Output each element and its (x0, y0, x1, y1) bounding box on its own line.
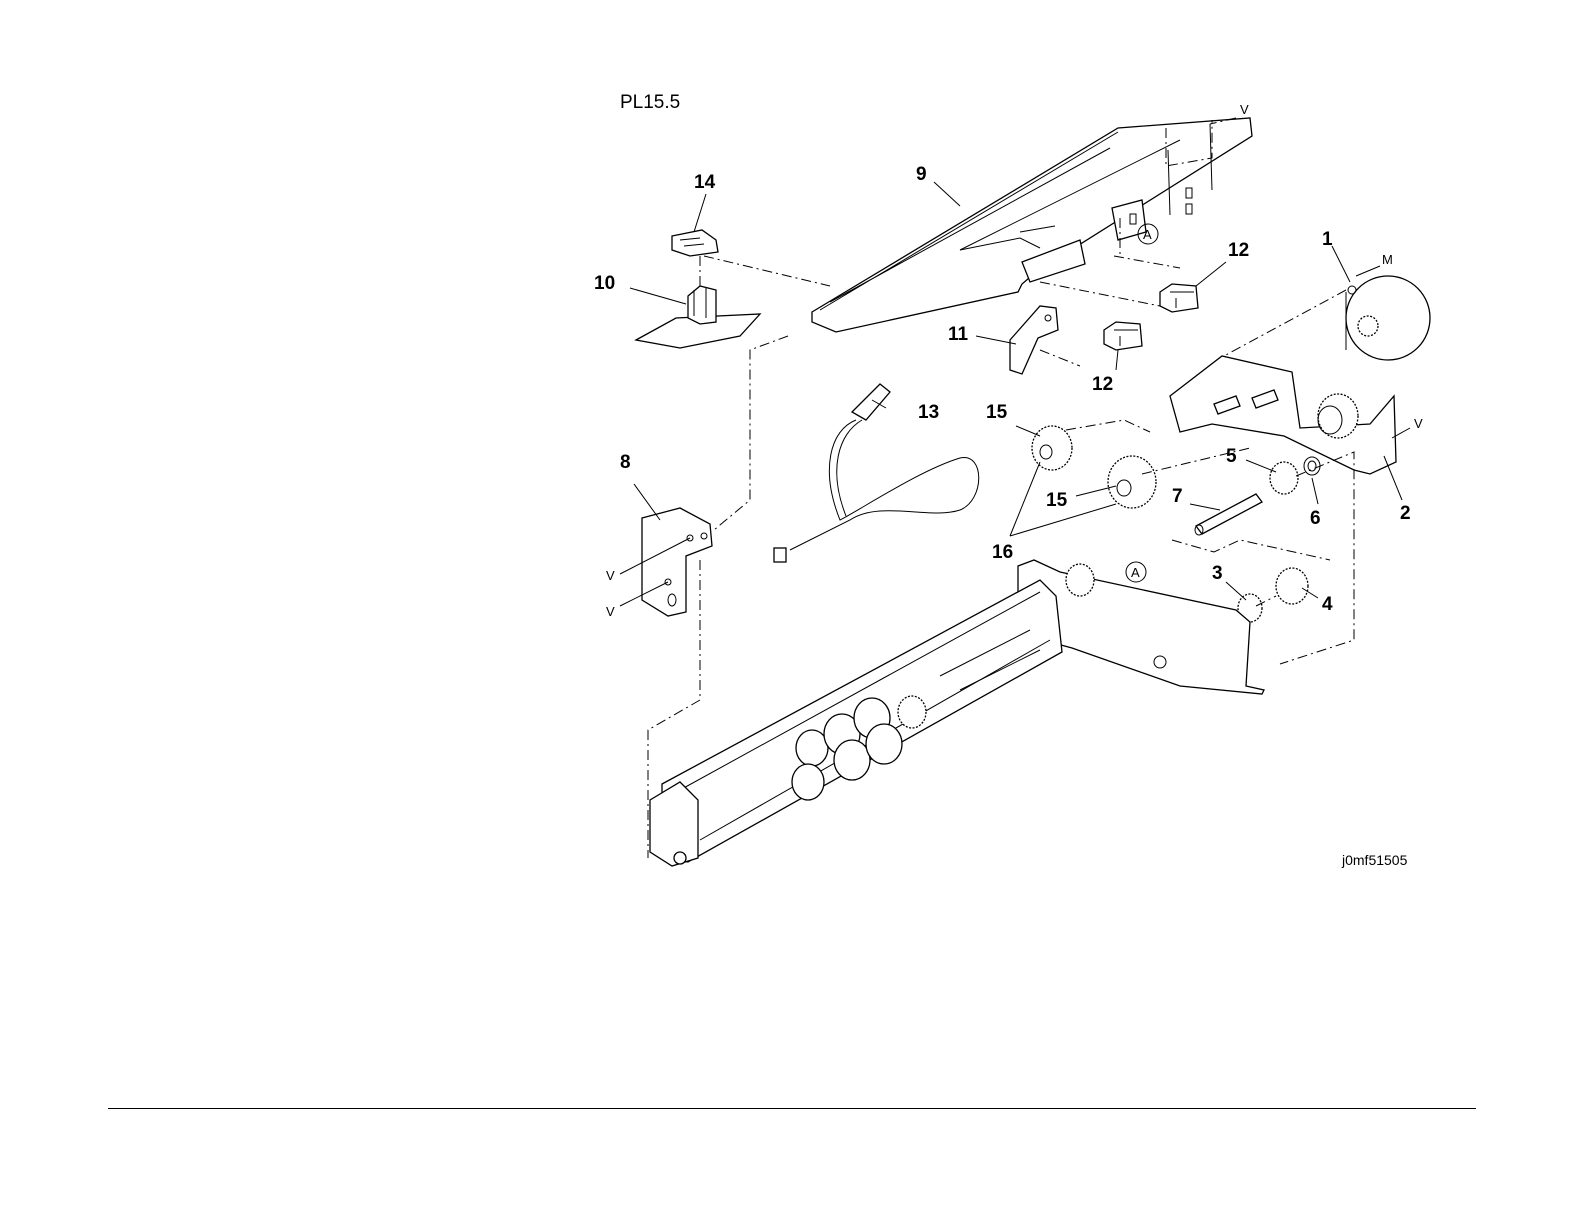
part-12-sensor-upper (1160, 284, 1198, 312)
mark-v-left-1: V (606, 568, 615, 583)
part-11-lever (1010, 306, 1058, 374)
mark-v-top: V (1240, 102, 1249, 117)
callout-11: 11 (948, 324, 969, 345)
part-12-sensor-lower (1104, 322, 1142, 350)
callout-7: 7 (1172, 486, 1183, 507)
callout-9: 9 (916, 164, 927, 185)
part-6-bearing (1304, 457, 1320, 475)
mark-m-motor: M (1382, 252, 1393, 267)
part-7-shaft (1195, 494, 1262, 535)
callout-14: 14 (694, 172, 716, 193)
callout-12-upper: 12 (1228, 240, 1249, 261)
callout-1: 1 (1322, 229, 1333, 250)
part-14-bracket (672, 230, 718, 256)
part-8-side-bracket (642, 508, 712, 616)
figure-code: j0mf51505 (1342, 852, 1407, 868)
callout-6: 6 (1310, 508, 1321, 529)
part-15-gear-upper (1032, 426, 1072, 470)
part-13-harness (774, 384, 979, 562)
callout-5: 5 (1226, 446, 1237, 467)
part-4-gear (1276, 568, 1308, 604)
main-feeder-assembly (650, 560, 1264, 866)
part-15-gear-lower (1108, 456, 1156, 508)
part-2-drive-bracket (1170, 356, 1396, 474)
callout-4: 4 (1322, 594, 1333, 615)
callout-12-lower: 12 (1092, 374, 1113, 395)
callout-2: 2 (1400, 503, 1411, 524)
callout-8: 8 (620, 452, 631, 473)
callout-16: 16 (992, 542, 1013, 563)
callout-3: 3 (1212, 563, 1223, 584)
mark-a-upper: A (1143, 227, 1152, 242)
part-5-gear (1270, 462, 1298, 494)
mark-v-left-2: V (606, 604, 615, 619)
callout-13: 13 (918, 402, 939, 423)
footer-rule (108, 1108, 1476, 1109)
callout-15-lower: 15 (1046, 490, 1068, 511)
mark-v-right: V (1414, 416, 1423, 431)
mark-a-lower: A (1131, 565, 1140, 580)
callout-15-upper: 15 (986, 402, 1008, 423)
part-1-motor (1346, 276, 1430, 360)
callout-10: 10 (594, 273, 615, 294)
